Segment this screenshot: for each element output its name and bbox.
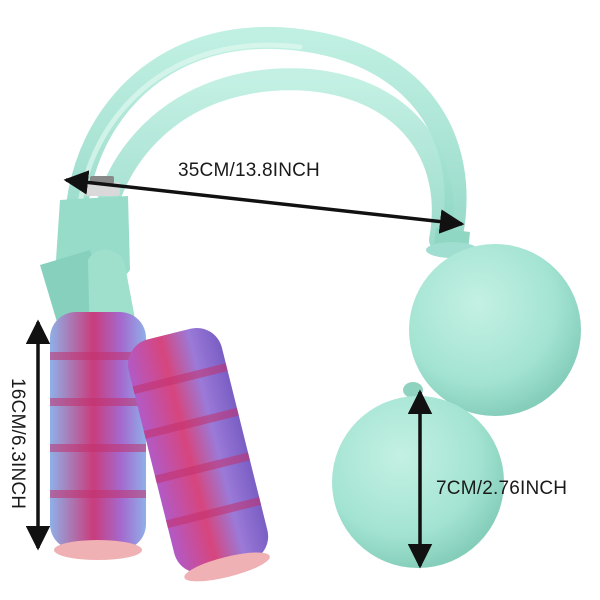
handle-dimension-label: 16CM/6.3INCH xyxy=(7,378,28,510)
dimension-arrows xyxy=(25,170,465,569)
width-dimension-label: 35CM/13.8INCH xyxy=(178,160,320,181)
left-handle xyxy=(50,312,146,560)
width-arrow xyxy=(63,170,465,234)
rope xyxy=(64,27,467,273)
ball-dimension-label: 7CM/2.76INCH xyxy=(436,478,568,499)
right-handle xyxy=(127,327,270,582)
upper-ball xyxy=(409,244,581,416)
